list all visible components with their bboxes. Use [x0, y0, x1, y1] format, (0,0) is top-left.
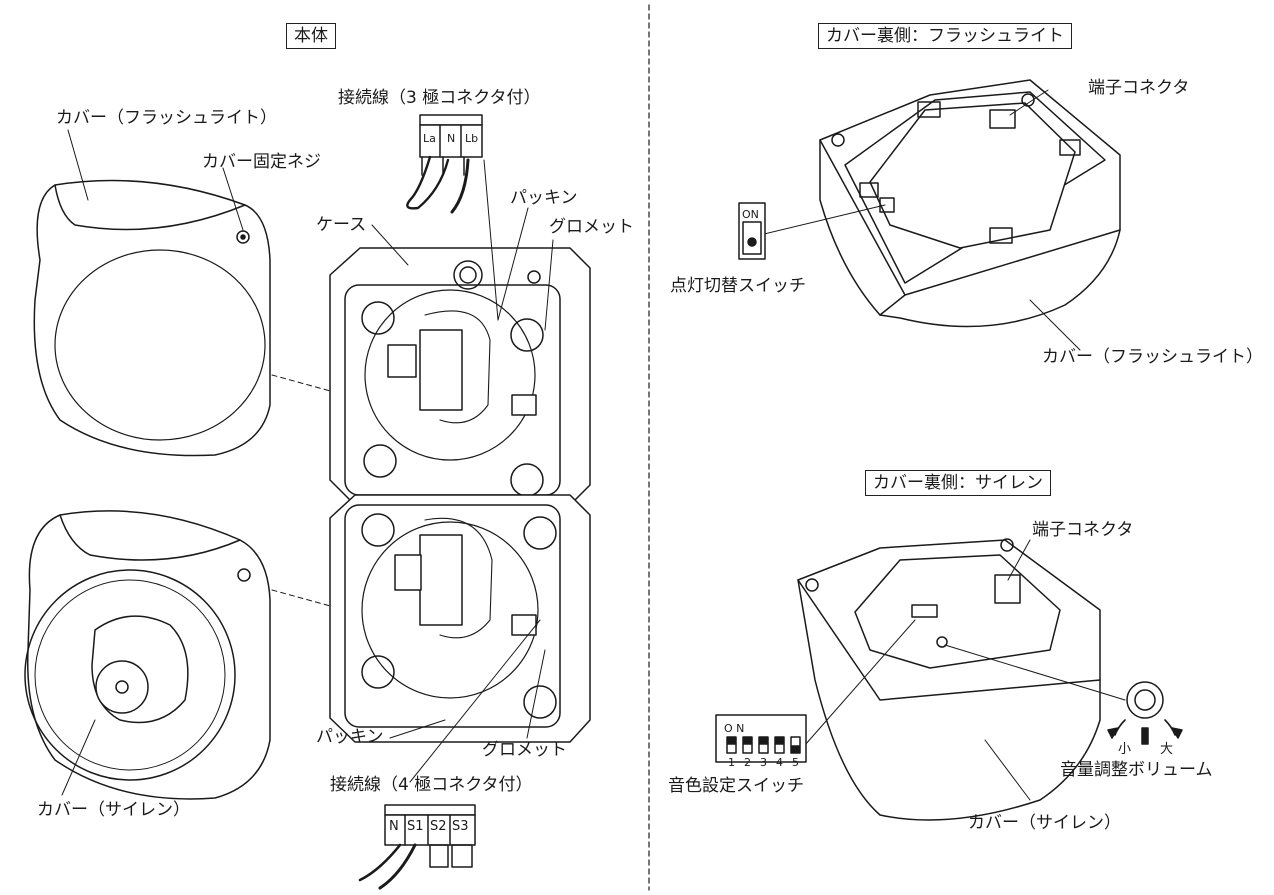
packing-bottom-label: パッキン	[316, 727, 384, 747]
siren-cover-back-drawing	[797, 538, 1126, 821]
packing-top-label: パッキン	[510, 188, 578, 208]
flashlight-cover-drawing	[33, 179, 271, 457]
siren-cover-label: カバー（サイレン）	[37, 800, 190, 820]
switch-on-label: ON	[742, 208, 759, 221]
grommet-bottom-label: グロメット	[482, 740, 567, 760]
volume-knob-detail	[1107, 681, 1183, 745]
siren-cover-drawing	[24, 510, 271, 800]
siren-screw-icon	[237, 568, 251, 582]
flashlight-cover-label: カバー（フラッシュライト）	[56, 108, 277, 128]
main-unit-title: 本体	[286, 23, 336, 49]
flash-back-title: カバー裏側：フラッシュライト	[818, 23, 1072, 49]
4pin-connector-drawing	[358, 804, 476, 890]
siren-back-cover-label: カバー（サイレン）	[968, 813, 1121, 833]
case-label: ケース	[316, 215, 367, 235]
flash-back-cover-label: カバー（フラッシュライト）	[1042, 347, 1263, 367]
siren-terminal-label: 端子コネクタ	[1032, 520, 1134, 540]
light-switch-label: 点灯切替スイッチ	[670, 276, 806, 296]
4pin-s3: S3	[452, 819, 469, 834]
grommet-top-label: グロメット	[549, 217, 634, 237]
volume-small-label: 小	[1118, 742, 1132, 757]
volume-large-label: 大	[1160, 742, 1174, 757]
cover-screw-icon	[236, 230, 250, 244]
dip-num-4: 4	[776, 756, 783, 769]
4pin-s2: S2	[430, 819, 447, 834]
dip-num-5: 5	[792, 756, 799, 769]
dip-num-3: 3	[760, 756, 767, 769]
3pin-connector-drawing	[406, 114, 499, 321]
light-switch-detail	[738, 202, 766, 260]
dip-switch-detail	[715, 714, 807, 763]
dip-num-1: 1	[728, 756, 735, 769]
3pin-la: La	[423, 132, 436, 145]
3pin-lb: Lb	[465, 132, 479, 145]
4pin-s1: S1	[407, 819, 424, 834]
lower-case-drawing	[329, 494, 591, 743]
4pin-n: N	[389, 819, 399, 834]
volume-label: 音量調整ボリューム	[1060, 760, 1213, 780]
flash-cover-back-drawing	[759, 79, 1121, 351]
wire-4pin-label: 接続線（4 極コネクタ付）	[330, 775, 533, 795]
cover-screw-label: カバー固定ネジ	[202, 152, 321, 172]
tone-switch-label: 音色設定スイッチ	[668, 776, 804, 796]
upper-case-drawing	[329, 247, 591, 506]
siren-back-title: カバー裏側：サイレン	[865, 470, 1051, 496]
dip-on-label: O N	[724, 722, 745, 735]
3pin-n: N	[447, 132, 456, 145]
flash-terminal-label: 端子コネクタ	[1088, 78, 1190, 98]
wire-3pin-label: 接続線（3 極コネクタ付）	[338, 88, 541, 108]
dip-num-2: 2	[744, 756, 751, 769]
